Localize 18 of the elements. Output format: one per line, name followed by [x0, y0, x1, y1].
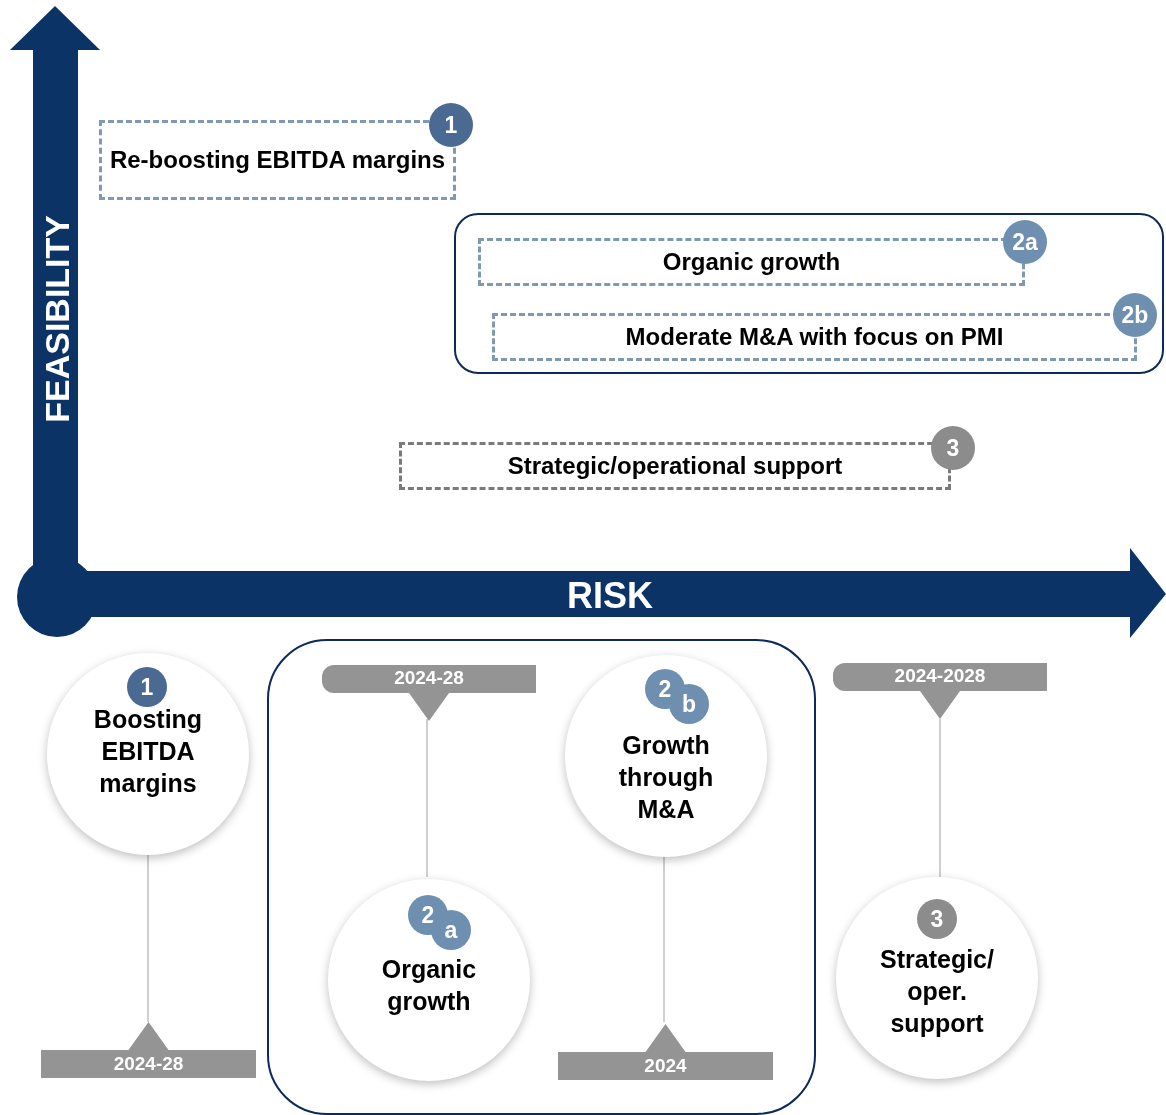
connector-line: [426, 718, 428, 878]
number-badge: 2a: [1003, 220, 1047, 264]
group-frame: [454, 213, 1164, 374]
axis-label: RISK: [566, 575, 654, 617]
group-frame: [267, 639, 816, 1115]
connector-line: [147, 854, 149, 1023]
connector-line: [939, 718, 941, 878]
node-label: Boosting EBITDA margins: [92, 704, 204, 799]
node-label: Growth through M&A: [617, 730, 715, 825]
node-label: Organic growth: [380, 954, 478, 1017]
node-label: Strategic/ oper. support: [879, 944, 995, 1039]
number-badge: 1: [429, 103, 473, 147]
connector-line: [663, 854, 665, 1023]
number-badge: 2b: [1113, 293, 1157, 337]
number-badge: 3: [917, 899, 957, 939]
axis-label: FEASIBILITY: [40, 215, 74, 423]
number-badge: 3: [931, 426, 975, 470]
number-badge: 1: [127, 667, 167, 707]
